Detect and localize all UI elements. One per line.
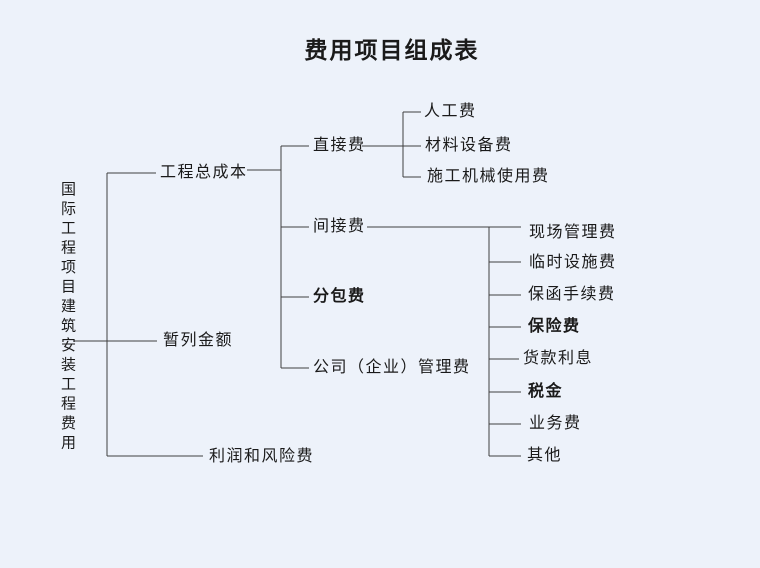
node-temporary-facility-fee: 临时设施费: [529, 254, 617, 271]
node-machinery-usage-cost: 施工机械使用费: [427, 168, 550, 185]
node-root: 国际工程项目建筑安装工程费用: [59, 181, 75, 454]
node-site-management-fee: 现场管理费: [529, 224, 617, 241]
node-provisional-sum: 暂列金额: [163, 332, 234, 349]
node-tax: 税金: [528, 383, 564, 400]
node-business-fee: 业务费: [529, 415, 582, 432]
node-material-equipment-cost: 材料设备费: [425, 137, 513, 154]
node-company-management-fee: 公司（企业）管理费: [313, 359, 471, 376]
chart-title: 费用项目组成表: [304, 38, 480, 63]
node-indirect-cost: 间接费: [313, 218, 366, 235]
node-direct-cost: 直接费: [313, 137, 366, 154]
node-profit-risk-fee: 利润和风险费: [209, 448, 315, 465]
node-guarantee-fee: 保函手续费: [528, 286, 616, 303]
node-loan-interest: 货款利息: [523, 350, 594, 367]
node-labor-cost: 人工费: [424, 103, 477, 120]
node-subcontract-cost: 分包费: [313, 288, 366, 305]
node-other: 其他: [527, 447, 563, 464]
node-insurance-fee: 保险费: [528, 318, 581, 335]
node-total-cost: 工程总成本: [160, 164, 248, 181]
